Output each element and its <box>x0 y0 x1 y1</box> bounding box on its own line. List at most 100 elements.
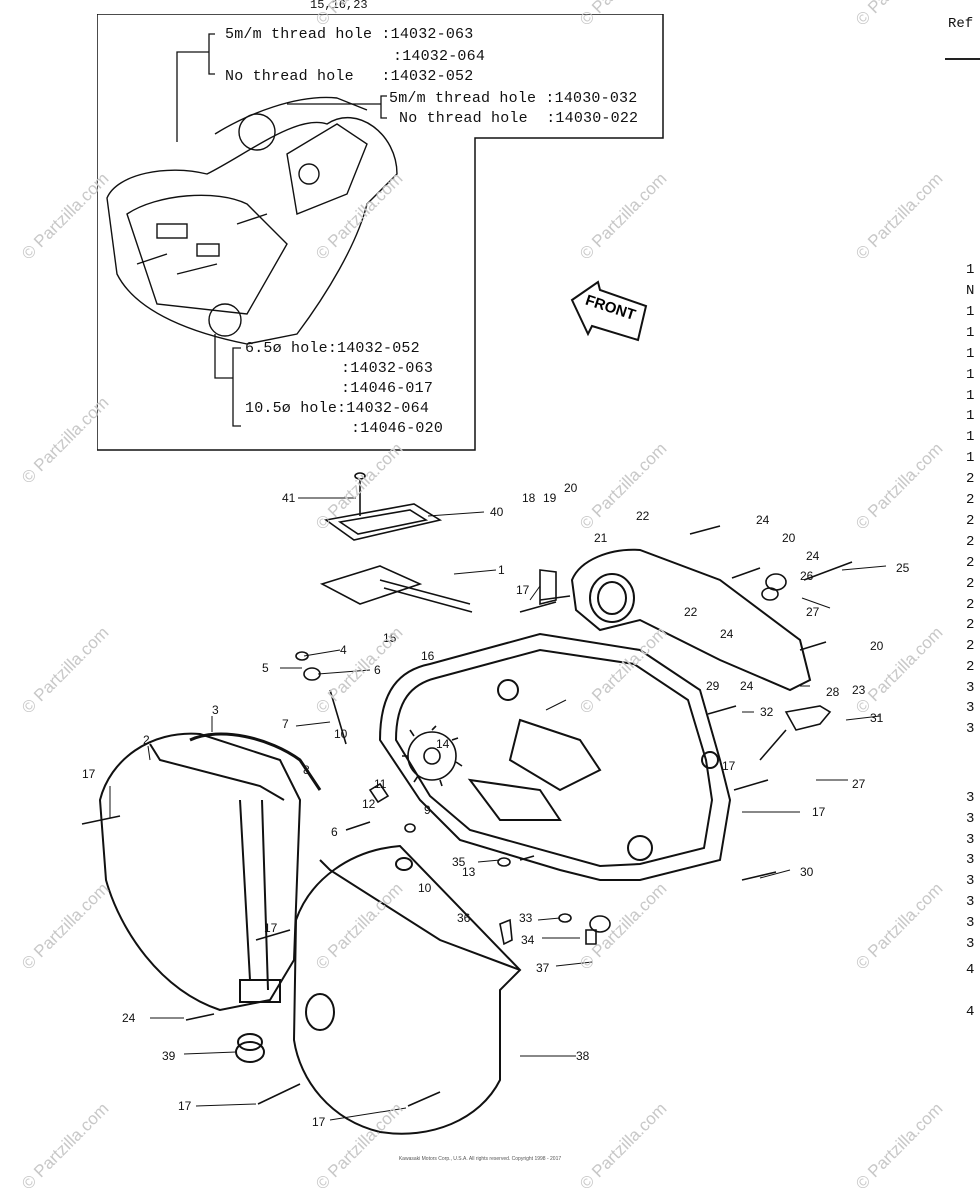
part-label-5: 5 <box>262 661 269 675</box>
ref-column-number: 2 <box>966 597 975 613</box>
ref-column-number: 1 <box>966 388 975 404</box>
ref-column-number: 2 <box>966 513 975 529</box>
part-label-25: 25 <box>896 561 910 575</box>
part-label-24: 24 <box>720 627 734 641</box>
ref-column-number: 3 <box>966 700 975 716</box>
note-10-5-hole: 10.5ø hole:14032-064 <box>245 400 430 417</box>
part-label-17: 17 <box>516 583 530 597</box>
ref-column-number: 3 <box>966 852 975 868</box>
part-label-20: 20 <box>564 481 578 495</box>
ref-column-number: 3 <box>966 832 975 848</box>
part-label-31: 31 <box>870 711 884 725</box>
ref-column-number: 4 <box>966 1004 975 1020</box>
copyright-footer: Kawasaki Motors Corp., U.S.A. All rights… <box>398 1156 562 1162</box>
ref-column-number: 2 <box>966 534 975 550</box>
part-label-32: 32 <box>760 705 774 719</box>
part-label-24: 24 <box>740 679 754 693</box>
part-label-22: 22 <box>636 509 650 523</box>
front-direction-arrow: FRONT <box>570 280 648 342</box>
part-label-26: 26 <box>800 569 814 583</box>
part-label-22: 22 <box>684 605 698 619</box>
part-label-4: 4 <box>340 643 347 657</box>
note-5mm-thread-hole-2: 5m/m thread hole :14030-032 <box>389 90 638 107</box>
cap-part-39 <box>235 1033 265 1063</box>
part-label-23: 23 <box>852 683 866 697</box>
part-label-17: 17 <box>722 759 736 773</box>
part-label-20: 20 <box>782 531 796 545</box>
part-label-14: 14 <box>436 737 450 751</box>
note-no-thread-hole-1: No thread hole :14032-052 <box>225 68 474 85</box>
note-part-14032-064: :14032-064 <box>393 48 486 65</box>
part-label-24: 24 <box>806 549 820 563</box>
part-label-13: 13 <box>462 865 476 879</box>
part-label-10: 10 <box>418 881 432 895</box>
note-6-5-hole: 6.5ø hole:14032-052 <box>245 340 420 357</box>
bolts <box>81 525 853 1107</box>
ref-column-number: N <box>966 283 975 299</box>
ref-column-number: 3 <box>966 915 975 931</box>
ref-column-number: 2 <box>966 659 975 675</box>
part-label-21: 21 <box>594 531 608 545</box>
part-label-40: 40 <box>490 505 504 519</box>
gear-part-14 <box>402 725 463 787</box>
small-hardware <box>295 569 832 946</box>
ref-column-number: 4 <box>966 962 975 978</box>
note-no-thread-hole-2: No thread hole :14030-022 <box>399 110 639 127</box>
ref-column-number: 2 <box>966 617 975 633</box>
part-label-38: 38 <box>576 1049 590 1063</box>
ref-column-number: 2 <box>966 638 975 654</box>
part-label-12: 12 <box>362 797 376 811</box>
callout-inset-outline <box>97 14 664 451</box>
ref-column-number: 3 <box>966 894 975 910</box>
ref-column-number: 1 <box>966 429 975 445</box>
ref-column-number: 3 <box>966 811 975 827</box>
ref-column-number: 3 <box>966 680 975 696</box>
part-label-24: 24 <box>122 1011 136 1025</box>
part-label-10: 10 <box>334 727 348 741</box>
part-label-8: 8 <box>303 763 310 777</box>
part-label-1: 1 <box>498 563 505 577</box>
ref-column-number: 1 <box>966 346 975 362</box>
part-label-30: 30 <box>800 865 814 879</box>
ref-column-number: 3 <box>966 790 975 806</box>
part-label-16: 16 <box>421 649 435 663</box>
ref-column-number: 3 <box>966 936 975 952</box>
ref-column-number: 1 <box>966 408 975 424</box>
ref-column-number: 1 <box>966 262 975 278</box>
note-part-14046-020: :14046-020 <box>351 420 444 437</box>
part-label-17: 17 <box>264 921 278 935</box>
ref-column-number: 2 <box>966 492 975 508</box>
part-label-37: 37 <box>536 961 550 975</box>
ref-column-number: 2 <box>966 555 975 571</box>
part-label-15: 15 <box>383 631 397 645</box>
part-label-20: 20 <box>870 639 884 653</box>
ref-column-number: 2 <box>966 576 975 592</box>
plate-part-1 <box>319 565 473 613</box>
note-part-14032-063: :14032-063 <box>341 360 434 377</box>
part-label-3: 3 <box>212 703 219 717</box>
callout-inset: 5m/m thread hole :14032-063 :14032-064 N… <box>97 14 665 452</box>
part-label-18: 18 <box>522 491 536 505</box>
leader-lines <box>109 497 887 1121</box>
part-label-33: 33 <box>519 911 533 925</box>
part-label-2: 2 <box>143 733 150 747</box>
ref-header-rule <box>945 58 980 60</box>
part-label-28: 28 <box>826 685 840 699</box>
part-label-19: 19 <box>543 491 557 505</box>
gasket-part-3 <box>189 732 322 791</box>
ref-column-number: 1 <box>966 304 975 320</box>
part-label-17: 17 <box>312 1115 326 1129</box>
gasket-part-40 <box>323 472 443 541</box>
note-5mm-thread-hole-1: 5m/m thread hole :14032-063 <box>225 26 474 43</box>
part-label-34: 34 <box>521 933 535 947</box>
part-label-36: 36 <box>457 911 471 925</box>
ref-column-number: 2 <box>966 471 975 487</box>
part-label-17: 17 <box>812 805 826 819</box>
part-label-6: 6 <box>331 825 338 839</box>
ref-column-number: 3 <box>966 721 975 737</box>
part-label-27: 27 <box>852 777 866 791</box>
top-reference-text: 15,16,23 <box>310 0 368 12</box>
part-label-29: 29 <box>706 679 720 693</box>
